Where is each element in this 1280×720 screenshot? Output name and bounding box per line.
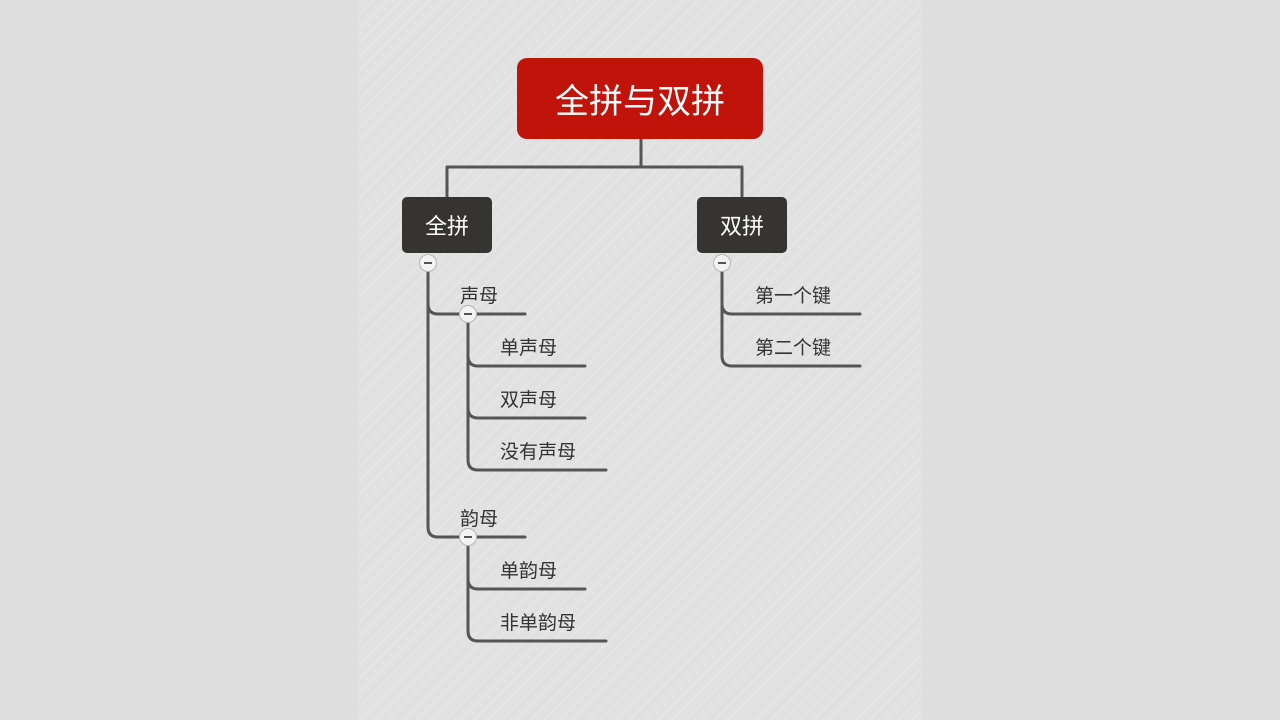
collapse-shengmu-icon[interactable] (459, 305, 477, 323)
collapse-yunmu-icon[interactable] (459, 528, 477, 546)
topic-quanpin-label: 全拼 (424, 215, 469, 240)
leaf-dan-yunmu[interactable]: 单韵母 (500, 560, 558, 582)
connector-dan-yunmu (466, 577, 587, 591)
subtopic-shengmu[interactable]: 声母 (460, 285, 499, 307)
connector-shuang-shengmu (466, 406, 587, 420)
subtopic-yunmu[interactable]: 韵母 (460, 508, 499, 530)
connector-quanpin-trunk (426, 261, 527, 539)
root-topic-label: 全拼与双拼 (555, 82, 725, 122)
connector-root-to-main (445, 137, 744, 199)
collapse-quanpin-icon[interactable] (419, 254, 437, 272)
topic-shuangpin[interactable]: 双拼 (697, 197, 787, 253)
topic-quanpin[interactable]: 全拼 (402, 197, 492, 253)
leaf-dan-shengmu[interactable]: 单声母 (500, 337, 558, 359)
connector-dan-shengmu (466, 354, 587, 368)
leaf-shuang-shengmu[interactable]: 双声母 (500, 389, 558, 411)
leaf-fei-dan-yunmu[interactable]: 非单韵母 (500, 612, 577, 634)
connector-shengmu-underline (426, 302, 527, 316)
root-topic-node[interactable]: 全拼与双拼 (517, 58, 763, 139)
connector-yunmu-trunk (466, 535, 608, 643)
leaf-second-key[interactable]: 第二个键 (755, 337, 832, 359)
collapse-shuangpin-icon[interactable] (713, 254, 731, 272)
leaf-meiyou-shengmu[interactable]: 没有声母 (500, 441, 577, 463)
topic-shuangpin-label: 双拼 (719, 215, 764, 240)
connector-shuangpin-trunk (720, 261, 862, 368)
connector-first-key (720, 302, 862, 316)
connector-shengmu-trunk (466, 312, 608, 472)
leaf-first-key[interactable]: 第一个键 (755, 285, 832, 307)
